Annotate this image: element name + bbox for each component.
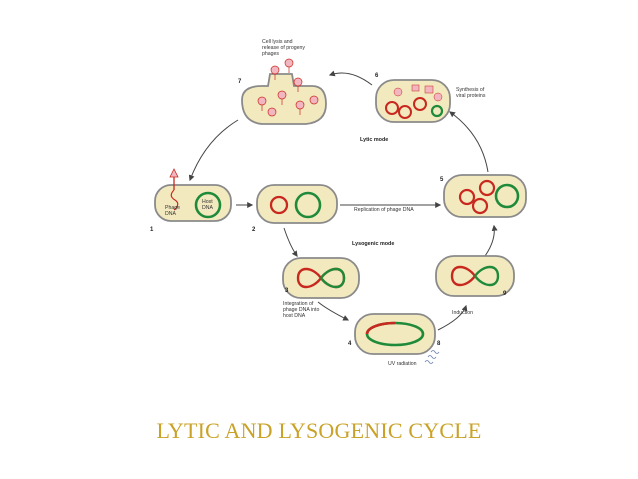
caption-step-9: Induction bbox=[452, 310, 473, 316]
cell-step-3 bbox=[282, 257, 360, 299]
page-title: LYTIC AND LYSOGENIC CYCLE bbox=[156, 418, 482, 443]
arrow-3-to-4 bbox=[317, 301, 350, 321]
arrow-2-to-3 bbox=[283, 227, 298, 257]
step-number-1: 1 bbox=[150, 227, 154, 233]
step-number-6: 6 bbox=[375, 73, 379, 79]
host-dna-ring bbox=[294, 191, 322, 219]
cycle-arrows bbox=[188, 70, 498, 331]
step-number-7: 7 bbox=[238, 79, 242, 85]
step-number-3: 3 bbox=[285, 288, 289, 294]
cell-step-6 bbox=[375, 79, 451, 123]
arrow-6-to-7 bbox=[328, 70, 373, 86]
step-number-8: 8 bbox=[437, 341, 441, 347]
uv-radiation-icon bbox=[424, 350, 440, 364]
arrow-9-to-5 bbox=[484, 224, 498, 257]
lysogenic-mode-label: Lysogenic mode bbox=[352, 241, 394, 247]
cell-step-2 bbox=[256, 184, 338, 224]
step-number-4: 4 bbox=[348, 341, 352, 347]
replication-label: Replication of phage DNA bbox=[354, 207, 414, 213]
arrow-7-to-1 bbox=[188, 119, 239, 182]
step-number-9: 9 bbox=[503, 291, 507, 297]
host-dna-ring bbox=[194, 191, 222, 219]
caption-step-8: UV radiation bbox=[388, 361, 417, 367]
lytic-mode-label: Lytic mode bbox=[360, 137, 388, 143]
step-number-5: 5 bbox=[440, 177, 444, 183]
phage-head bbox=[169, 168, 179, 178]
cell-step-5 bbox=[443, 174, 527, 218]
progeny-phages bbox=[257, 58, 319, 117]
arrow-4-to-9 bbox=[437, 304, 468, 331]
phage-dna-strand bbox=[170, 189, 179, 211]
cell-step-9 bbox=[435, 255, 515, 297]
cell-step-4 bbox=[354, 313, 436, 355]
phage-dna-ring bbox=[269, 195, 289, 215]
cell-step-7 bbox=[241, 58, 327, 125]
arrow-5-to-6 bbox=[449, 111, 489, 173]
step-number-2: 2 bbox=[252, 227, 256, 233]
